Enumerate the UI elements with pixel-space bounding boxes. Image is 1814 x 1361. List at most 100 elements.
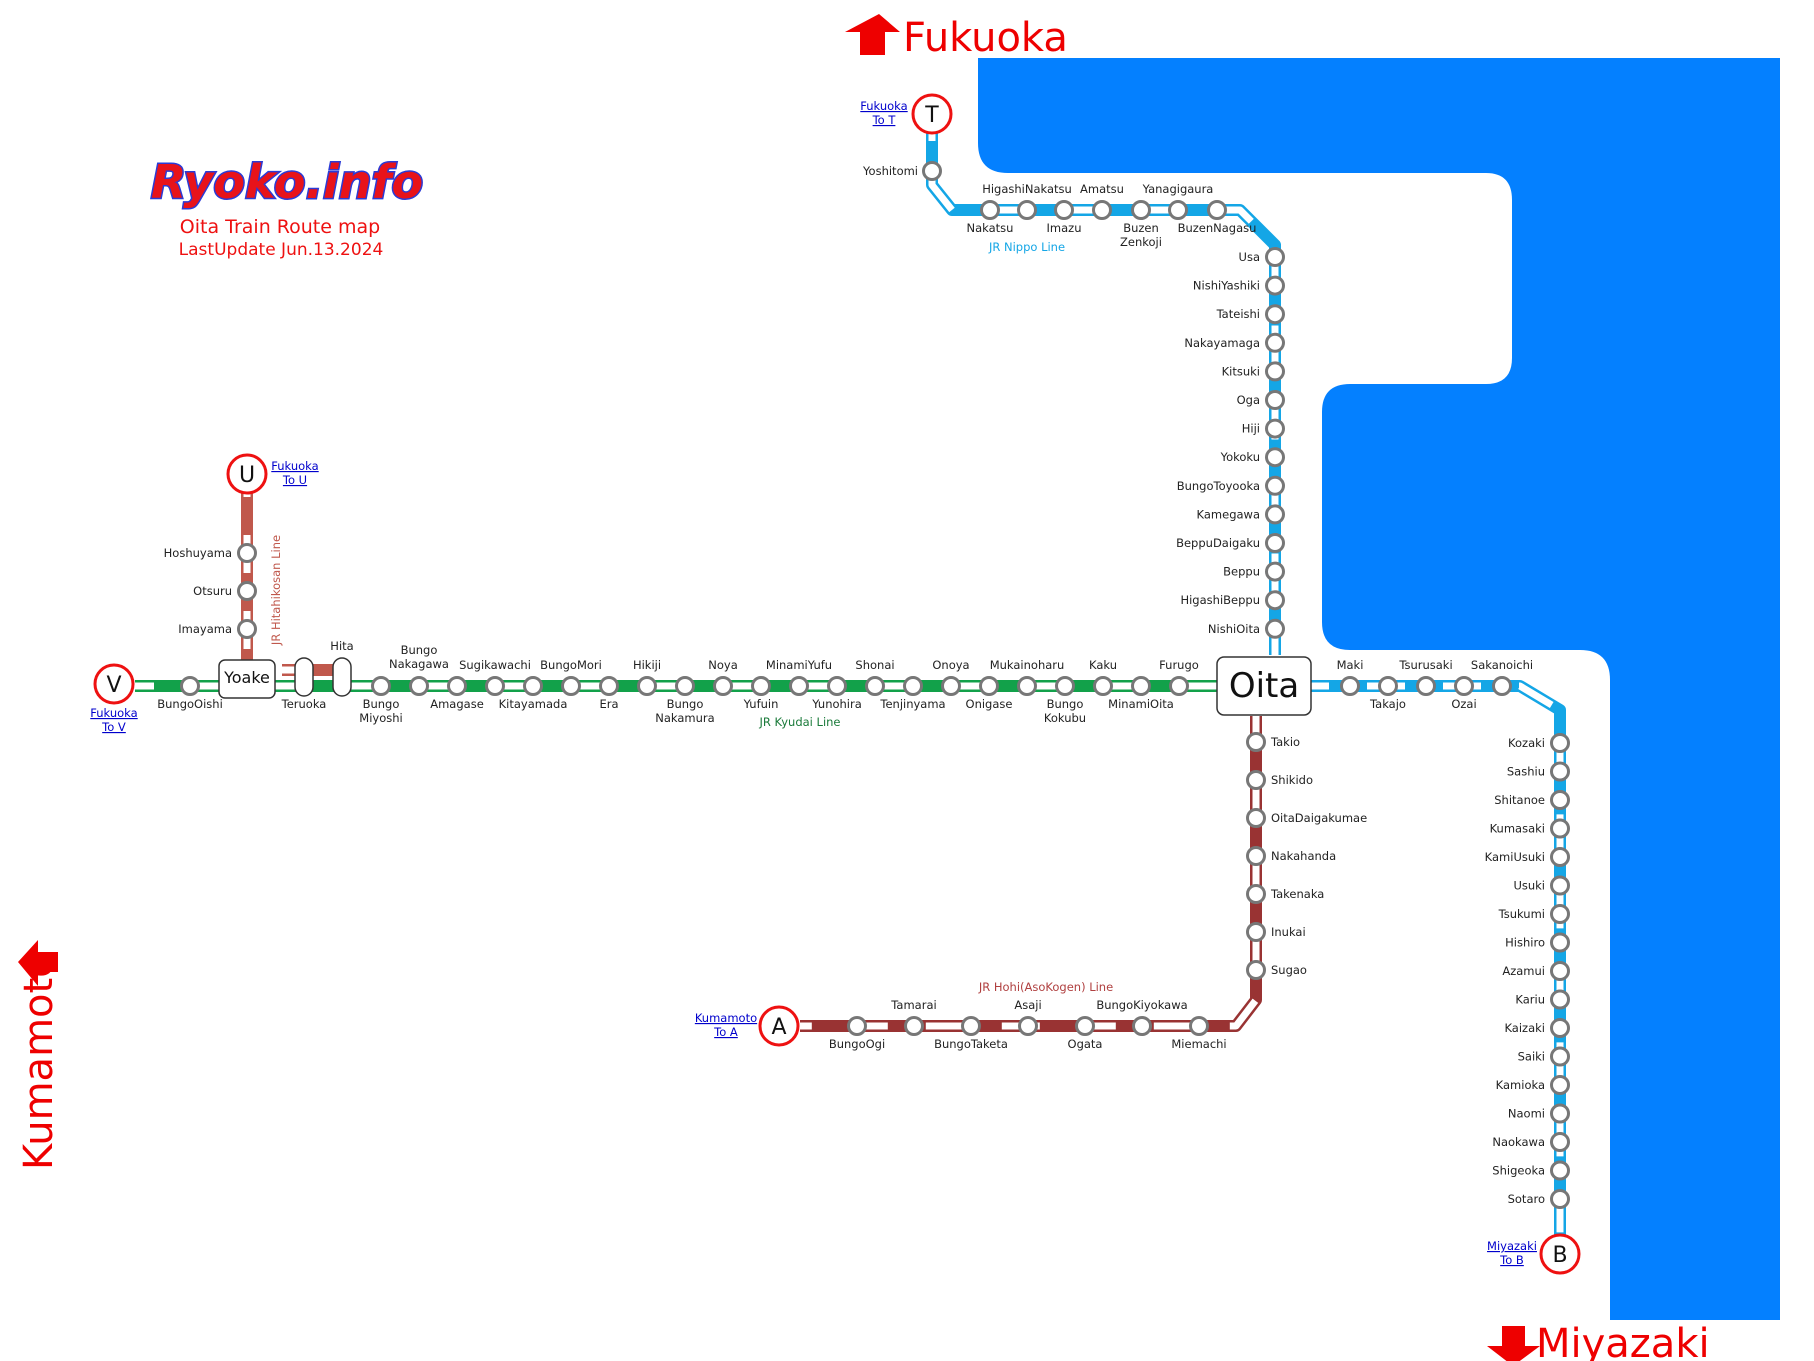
station-marker[interactable] — [371, 676, 391, 696]
station-marker[interactable] — [1093, 676, 1113, 696]
station-marker[interactable] — [1265, 332, 1285, 353]
station-marker[interactable] — [1246, 732, 1266, 752]
station-marker[interactable] — [1265, 247, 1285, 267]
station-marker[interactable] — [713, 676, 733, 696]
station-marker[interactable] — [1550, 875, 1570, 896]
station-marker[interactable] — [827, 676, 847, 696]
station-marker[interactable] — [1265, 361, 1285, 382]
station-marker[interactable] — [237, 619, 257, 639]
station-marker[interactable] — [941, 676, 961, 696]
station-marker[interactable] — [237, 581, 257, 601]
station-marker[interactable] — [1189, 1016, 1209, 1036]
station-marker[interactable] — [447, 676, 467, 696]
station-marker[interactable] — [1265, 504, 1285, 525]
station-marker[interactable] — [1265, 390, 1285, 410]
station-marker[interactable] — [922, 161, 942, 181]
station-marker[interactable] — [523, 676, 543, 696]
station-marker[interactable] — [1169, 676, 1189, 696]
station-label-kaku: Kaku — [1089, 658, 1117, 672]
terminal-a[interactable]: A — [758, 1005, 800, 1047]
station-marker[interactable] — [1550, 818, 1570, 839]
terminal-t[interactable]: T — [911, 93, 953, 135]
station-marker[interactable] — [1131, 676, 1151, 696]
station-marker[interactable] — [1168, 200, 1188, 220]
terminal-b[interactable]: B — [1539, 1233, 1581, 1275]
station-marker[interactable] — [1132, 1016, 1152, 1036]
station-marker[interactable] — [675, 676, 695, 696]
station-marker[interactable] — [961, 1016, 981, 1036]
hub-yoake[interactable]: Yoake — [218, 659, 276, 699]
station-marker[interactable] — [599, 676, 619, 696]
terminal-u[interactable]: U — [226, 453, 268, 495]
station-marker[interactable] — [1265, 275, 1285, 296]
station-marker[interactable] — [751, 676, 771, 696]
station-marker[interactable] — [1265, 618, 1285, 639]
station-marker[interactable] — [1265, 561, 1285, 582]
station-marker[interactable] — [1550, 1103, 1570, 1124]
station-marker[interactable] — [903, 676, 923, 696]
station-marker[interactable] — [1550, 761, 1570, 782]
station-marker[interactable] — [1017, 200, 1037, 220]
station-marker[interactable] — [1550, 733, 1570, 753]
station-marker[interactable] — [1454, 676, 1474, 696]
station-marker[interactable] — [1340, 676, 1360, 696]
station-marker[interactable] — [1265, 590, 1285, 611]
station-marker[interactable] — [1246, 884, 1266, 904]
station-marker[interactable] — [1265, 304, 1285, 325]
station-marker[interactable] — [1246, 808, 1266, 828]
station-marker[interactable] — [1207, 200, 1227, 220]
station-marker[interactable] — [1246, 922, 1266, 942]
site-logo[interactable]: Ryoko.info — [149, 154, 424, 211]
station-marker[interactable] — [1492, 676, 1512, 696]
station-marker[interactable] — [1550, 989, 1570, 1010]
station-marker[interactable] — [1550, 847, 1570, 867]
station-marker[interactable] — [1265, 418, 1285, 439]
station-marker[interactable] — [1092, 200, 1112, 220]
station-pill-hita[interactable]: Hita — [330, 639, 354, 697]
station-marker[interactable] — [1017, 676, 1037, 696]
station-marker[interactable] — [1550, 932, 1570, 953]
station-marker[interactable] — [1131, 200, 1151, 220]
station-marker[interactable] — [1550, 1189, 1570, 1209]
station-marker[interactable] — [1378, 676, 1398, 696]
station-pill-teruoka[interactable]: Teruoka — [281, 657, 327, 711]
station-marker[interactable] — [1550, 1018, 1570, 1038]
station-marker[interactable] — [789, 676, 809, 696]
station-marker[interactable] — [561, 676, 581, 696]
station-marker[interactable] — [409, 676, 429, 696]
station-marker[interactable] — [979, 676, 999, 696]
station-marker[interactable] — [1018, 1016, 1038, 1036]
station-marker[interactable] — [980, 200, 1000, 220]
station-marker[interactable] — [1550, 790, 1570, 810]
station-marker[interactable] — [1416, 676, 1436, 696]
station-marker[interactable] — [1550, 904, 1570, 924]
station-marker[interactable] — [847, 1016, 867, 1036]
station-marker[interactable] — [237, 543, 257, 563]
station-marker[interactable] — [1265, 447, 1285, 468]
station-marker[interactable] — [1550, 1075, 1570, 1095]
station-marker[interactable] — [1550, 1132, 1570, 1152]
station-marker[interactable] — [904, 1016, 924, 1036]
station-marker[interactable] — [1550, 1160, 1570, 1181]
station-marker[interactable] — [865, 676, 885, 696]
station-marker[interactable] — [180, 676, 200, 696]
station-marker[interactable] — [1550, 1046, 1570, 1067]
station-marker[interactable] — [1246, 770, 1266, 790]
station-marker[interactable] — [1550, 961, 1570, 981]
station-marker[interactable] — [1265, 475, 1285, 496]
station-marker[interactable] — [1265, 533, 1285, 553]
station-marker[interactable] — [1055, 676, 1075, 696]
hub-oita[interactable]: Oita — [1216, 656, 1312, 716]
station-marker[interactable] — [1054, 200, 1074, 220]
station-marker[interactable] — [1246, 960, 1266, 980]
station-marker[interactable] — [637, 676, 657, 696]
terminal-v[interactable]: V — [93, 663, 135, 705]
station-marker[interactable] — [485, 676, 505, 696]
station-marker[interactable] — [1246, 846, 1266, 866]
station-marker[interactable] — [1075, 1016, 1095, 1036]
